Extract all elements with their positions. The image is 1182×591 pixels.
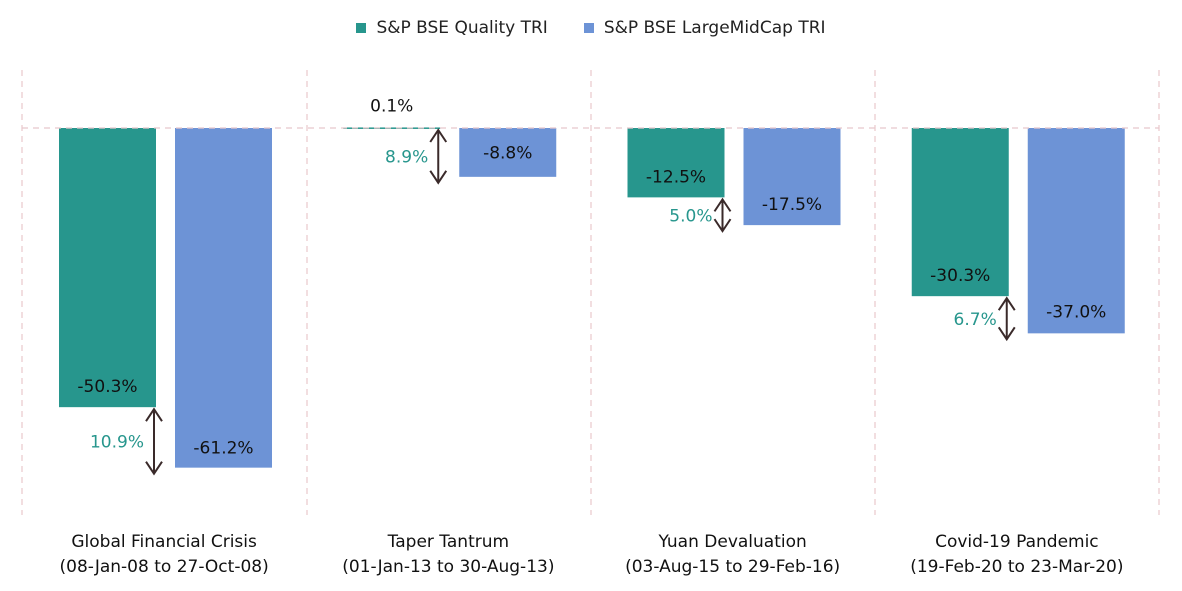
legend-label-quality: S&P BSE Quality TRI bbox=[376, 18, 548, 38]
bar-largemidcap-3 bbox=[1027, 128, 1125, 334]
legend: S&P BSE Quality TRI S&P BSE LargeMidCap … bbox=[0, 18, 1182, 38]
difference-arrow-head-bottom-0 bbox=[145, 461, 163, 476]
value-label-largemidcap-0: -61.2% bbox=[193, 439, 253, 459]
value-label-quality-3: -30.3% bbox=[930, 266, 990, 286]
category-label-1: Taper Tantrum bbox=[387, 532, 509, 552]
difference-label-2: 5.0% bbox=[669, 206, 712, 226]
difference-label-0: 10.9% bbox=[90, 432, 144, 452]
difference-arrow-head-bottom-3 bbox=[997, 326, 1016, 342]
value-label-quality-0: -50.3% bbox=[77, 377, 137, 397]
category-label-2: Yuan Devaluation bbox=[657, 532, 806, 552]
bar-largemidcap-1 bbox=[459, 128, 557, 177]
category-label-0: Global Financial Crisis bbox=[71, 532, 257, 552]
value-label-largemidcap-2: -17.5% bbox=[762, 195, 822, 215]
difference-arrow-head-top-2 bbox=[713, 197, 732, 212]
difference-label-3: 6.7% bbox=[954, 310, 997, 330]
difference-arrow-head-top-0 bbox=[145, 407, 163, 422]
bar-quality-0 bbox=[59, 128, 156, 408]
difference-arrow-head-bottom-1 bbox=[429, 170, 448, 185]
bar-quality-2 bbox=[627, 128, 725, 198]
bar-largemidcap-0 bbox=[175, 128, 272, 468]
category-period-2: (03-Aug-15 to 29-Feb-16) bbox=[625, 557, 840, 577]
difference-arrow-head-bottom-2 bbox=[713, 218, 732, 233]
category-period-1: (01-Jan-13 to 30-Aug-13) bbox=[342, 557, 554, 577]
difference-arrow-head-top-1 bbox=[429, 128, 448, 143]
bar-quality-3 bbox=[911, 128, 1009, 297]
category-period-0: (08-Jan-08 to 27-Oct-08) bbox=[60, 557, 269, 577]
value-label-largemidcap-1: -8.8% bbox=[483, 143, 532, 163]
difference-arrow-head-top-3 bbox=[997, 296, 1016, 311]
category-label-3: Covid-19 Pandemic bbox=[935, 532, 1099, 552]
value-label-largemidcap-3: -37.0% bbox=[1046, 302, 1106, 322]
difference-label-1: 8.9% bbox=[385, 147, 428, 167]
value-label-quality-2: -12.5% bbox=[646, 167, 706, 187]
legend-label-largemidcap: S&P BSE LargeMidCap TRI bbox=[603, 18, 826, 38]
legend-item-largemidcap: S&P BSE LargeMidCap TRI bbox=[583, 18, 826, 38]
legend-swatch-largemidcap bbox=[583, 23, 594, 33]
value-label-quality-1: 0.1% bbox=[370, 96, 413, 116]
category-period-3: (19-Feb-20 to 23-Mar-20) bbox=[910, 557, 1123, 577]
bar-quality-1 bbox=[343, 127, 441, 129]
legend-swatch-quality bbox=[356, 23, 367, 33]
legend-item-quality: S&P BSE Quality TRI bbox=[356, 18, 548, 38]
bar-largemidcap-2 bbox=[743, 128, 841, 226]
